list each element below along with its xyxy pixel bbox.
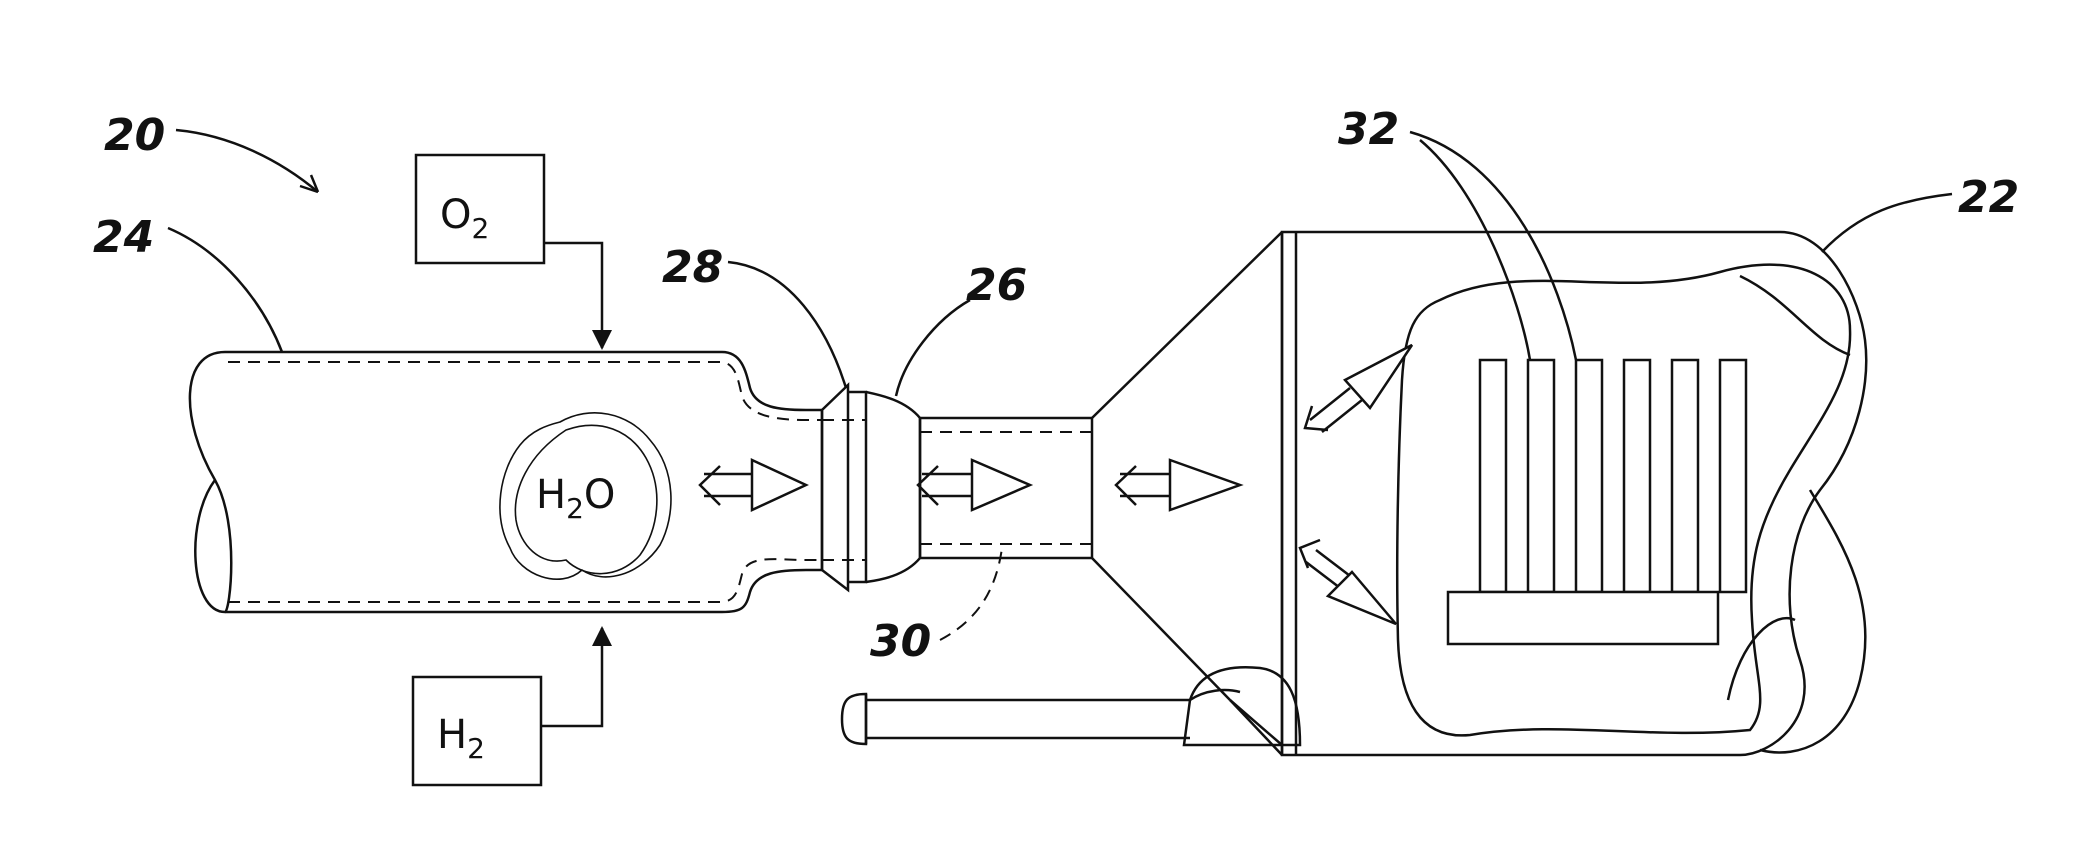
flow-arrow-2: [918, 460, 1030, 510]
pipe-liner-top: [228, 362, 822, 420]
nozzle-bulb: [866, 392, 920, 582]
label-24: 24: [93, 212, 154, 263]
flow-arrow-5: [1300, 540, 1396, 624]
chamber-foot: [1230, 700, 1282, 755]
label-26: 26: [966, 260, 1027, 311]
fin-6: [1720, 360, 1746, 592]
diffuser-cone: [1092, 232, 1282, 700]
chamber-lobe-inner: [1728, 618, 1795, 700]
combustion-pipe: H2O: [190, 352, 822, 612]
exhaust-dome-inner: [1190, 690, 1240, 700]
flange-liner: [822, 420, 866, 560]
label-24-leader: [168, 228, 282, 352]
flow-arrow-4: [1305, 345, 1412, 432]
oxygen-supply: O2: [416, 155, 602, 348]
hydrogen-feed-line: [541, 628, 602, 726]
pipe-broken-end-back: [195, 480, 225, 612]
label-22-leader: [1822, 194, 1952, 252]
label-26-leader: [896, 300, 970, 396]
hydrogen-supply: H2: [413, 628, 602, 785]
fin-4: [1624, 360, 1650, 592]
nozzle: 26 30: [866, 260, 1092, 667]
flow-arrow-1: [700, 460, 806, 510]
flow-arrow-3: [1116, 460, 1240, 510]
fin-1: [1480, 360, 1506, 592]
label-32: 32: [1338, 104, 1399, 155]
fin-2: [1528, 360, 1554, 592]
hydrogen-box-label: H2: [437, 712, 485, 765]
hydrogen-box: [413, 677, 541, 785]
label-20-leader: [176, 130, 318, 192]
oxygen-feed-line: [544, 243, 602, 348]
label-28: 28: [662, 242, 723, 293]
oxygen-box-label: O2: [440, 192, 489, 245]
fin-base: [1448, 592, 1718, 644]
chamber-body: [1282, 232, 1866, 755]
label-30-leader: [940, 548, 1002, 640]
label-20: 20: [104, 110, 165, 161]
cone-top-edge: [1092, 232, 1282, 418]
fin-5: [1672, 360, 1698, 592]
oxygen-box: [416, 155, 544, 263]
label-22: 22: [1958, 172, 2019, 223]
label-32-leader-b: [1420, 140, 1530, 360]
heat-exchanger-fins: [1480, 360, 1746, 592]
water-label: H2O: [536, 472, 615, 525]
pipe-outer-wall: [225, 352, 822, 612]
pipe-liner-bottom: [228, 559, 822, 602]
exhaust-cap: [842, 694, 866, 744]
label-30: 30: [870, 616, 931, 667]
chamber: 22 32: [1230, 104, 2019, 755]
system-label-group: 20: [104, 110, 318, 192]
exhaust-tube: [842, 667, 1300, 745]
cone-bottom-edge: [1092, 558, 1230, 700]
fin-3: [1576, 360, 1602, 592]
